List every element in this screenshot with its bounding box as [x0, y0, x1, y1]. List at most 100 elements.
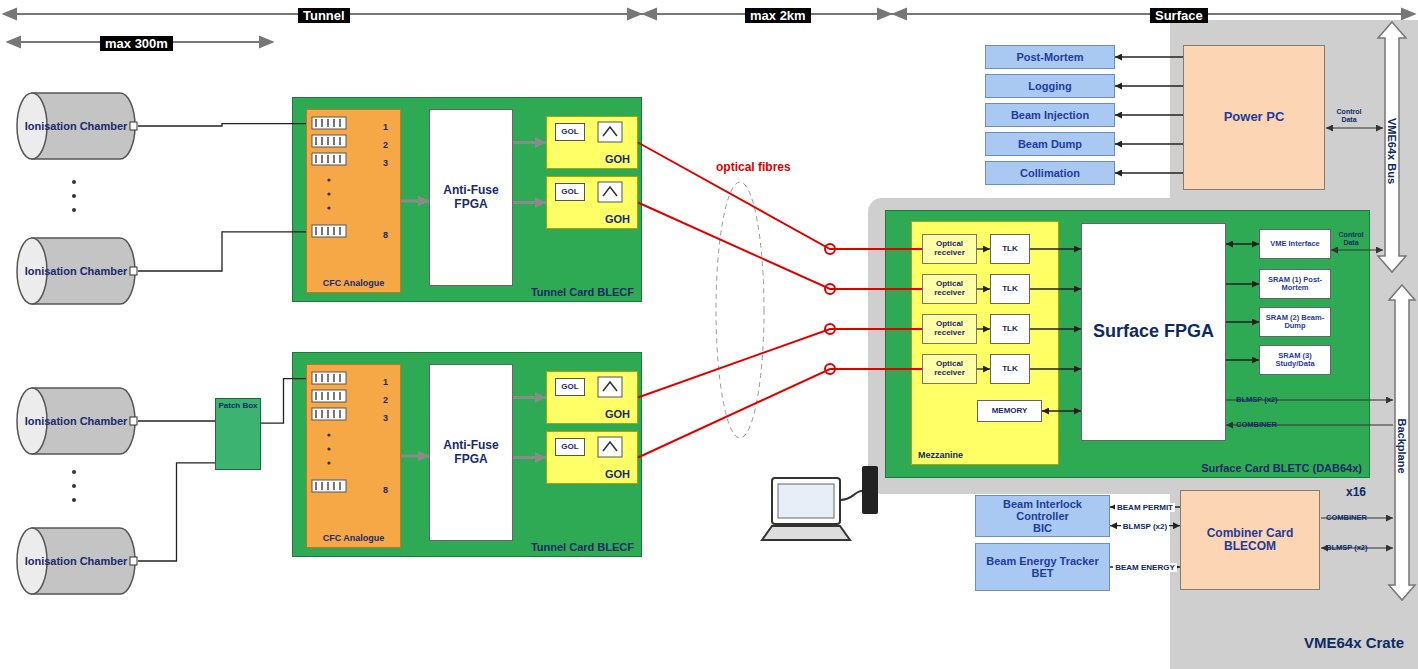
connector-arrow [1030, 288, 1081, 289]
interlock-box: Beam Interlock ControllerBIC [975, 495, 1110, 537]
node-text: GOL [561, 128, 578, 137]
label-wrap: 3 [383, 407, 388, 425]
channel-number: 3 [383, 158, 388, 168]
connector-arrow [401, 455, 429, 458]
signal-label: BEAM PERMIT [1115, 503, 1175, 512]
connector-arrow [1030, 368, 1081, 369]
optical-receiver: Optical receiver [922, 274, 977, 304]
node-text: Beam Injection [1011, 109, 1089, 121]
label-wrap: 1 [383, 116, 388, 134]
node-text: Tunnel Card BLECF [531, 541, 634, 553]
connector-arrow [1226, 321, 1259, 322]
node-text: Surface FPGA [1093, 322, 1214, 342]
connector-arrow [138, 124, 306, 126]
label-wrap: 2 [383, 389, 388, 407]
node-text: Optical receiver [925, 280, 974, 298]
dimension-label: max 2km [745, 8, 811, 23]
annotation-label: Control Data [1331, 231, 1371, 247]
label-wrap: max 300m [100, 34, 173, 52]
node-text: TLK [1002, 285, 1018, 294]
optical-receiver: Optical receiver [922, 314, 977, 344]
node-text: GOH [605, 408, 630, 420]
tlk-chip: TLK [990, 274, 1030, 304]
system-box: Post-Mortem [985, 45, 1115, 69]
patch-box: Patch Box [215, 398, 261, 470]
node-text: Beam Energy Tracker [986, 555, 1099, 567]
node-text: GOL [561, 188, 578, 197]
connector-arrow [513, 456, 546, 459]
connector-arrow [513, 396, 546, 399]
connector-arrow [138, 463, 215, 561]
node-text: SRAM (2) Beam-Dump [1262, 314, 1328, 331]
node-text: CFC Analogue [323, 279, 385, 289]
node-text: Beam Dump [1018, 138, 1082, 150]
gol-chip: GOL [555, 378, 585, 396]
node-text: Ionisation Chamber [25, 415, 128, 427]
label-wrap: 3 [383, 152, 388, 170]
label-wrap: COMBINER [1236, 413, 1277, 431]
node-text: Tunnel Card BLECF [531, 286, 634, 298]
node-text: Combiner Card BLECOM [1183, 527, 1317, 553]
mezzanine-board: MezzanineOptical receiverOptical receive… [911, 221, 1059, 465]
label-wrap: Control Data [1329, 108, 1369, 124]
node-text: GOH [605, 153, 630, 165]
node-text: Surface Card BLETC (DAB64x) [1201, 462, 1362, 474]
connector-arrow [977, 368, 990, 369]
vme-bus-arrow [1378, 22, 1406, 272]
processor-box: Power PC [1183, 45, 1325, 190]
node-text: Patch Box [218, 402, 257, 411]
label-wrap: Backplane [1402, 442, 1418, 460]
node-text: SRAM (1) Post-Mortem [1262, 276, 1328, 293]
fpga-box: Anti-Fuse FPGA [429, 364, 513, 541]
edge-label-wrap: BEAM ENERGY [1113, 556, 1177, 574]
edge-label-wrap: BLMSP (x2) [1121, 515, 1169, 533]
system-box: Collimation [985, 161, 1115, 185]
node-text: CFC Analogue [323, 534, 385, 544]
connector-arrow [513, 201, 546, 204]
gol-chip: GOL [555, 438, 585, 456]
annotation-label: x16 [1346, 485, 1366, 499]
label-wrap: BLMSP (x2) [1236, 388, 1278, 406]
annotation-label: COMBINER [1326, 513, 1367, 522]
tlk-chip: TLK [990, 314, 1030, 344]
label-wrap: BLMSP (x2) [1326, 536, 1368, 554]
connector-arrow [513, 141, 546, 144]
channel-number: 3 [383, 413, 388, 423]
dimension-label: Tunnel [298, 8, 350, 23]
node-text: Post-Mortem [1016, 51, 1083, 63]
memory-chip: MEMORY [977, 400, 1042, 422]
ionisation-chamber: Ionisation Chamber [10, 385, 138, 457]
goh-box: GOH GOL [546, 371, 638, 424]
surface-card: Surface Card BLETC (DAB64x) MezzanineOpti… [885, 210, 1370, 478]
channel-number: 8 [383, 485, 388, 495]
connector-arrow [1110, 525, 1180, 526]
label-wrap: optical fibres [716, 157, 791, 175]
label-wrap: 8 [383, 479, 388, 497]
node-text: TLK [1002, 325, 1018, 334]
signal-label: BLMSP (x2) [1121, 522, 1169, 531]
label-wrap: max 2km [745, 6, 811, 24]
optical-receiver: Optical receiver [922, 234, 977, 264]
ionisation-chamber: Ionisation Chamber [10, 525, 138, 597]
node-text: Collimation [1020, 167, 1080, 179]
channel-number: 2 [383, 395, 388, 405]
system-box: Beam Injection [985, 103, 1115, 127]
node-text: MEMORY [992, 407, 1028, 416]
label-wrap: COMBINER [1326, 506, 1367, 524]
optical-receiver: Optical receiver [922, 354, 977, 384]
tlk-chip: TLK [990, 354, 1030, 384]
node-text: Power PC [1224, 110, 1285, 124]
node-text: TLK [1002, 245, 1018, 254]
bus-wires [1226, 128, 1393, 548]
energy-tracker-box: Beam Energy TrackerBET [975, 543, 1110, 591]
label-wrap: 1 [383, 371, 388, 389]
optical-fibre [638, 203, 922, 290]
annotation-label: BLMSP (x2) [1326, 543, 1368, 552]
system-box: Logging [985, 74, 1115, 98]
connector-arrow [977, 288, 990, 289]
label-wrap: Surface [1150, 6, 1208, 24]
sram-box: SRAM (1) Post-Mortem [1259, 269, 1331, 299]
optical-fibre [638, 369, 922, 458]
optical-fibre [638, 329, 922, 398]
label-wrap: Control Data [1331, 231, 1371, 247]
